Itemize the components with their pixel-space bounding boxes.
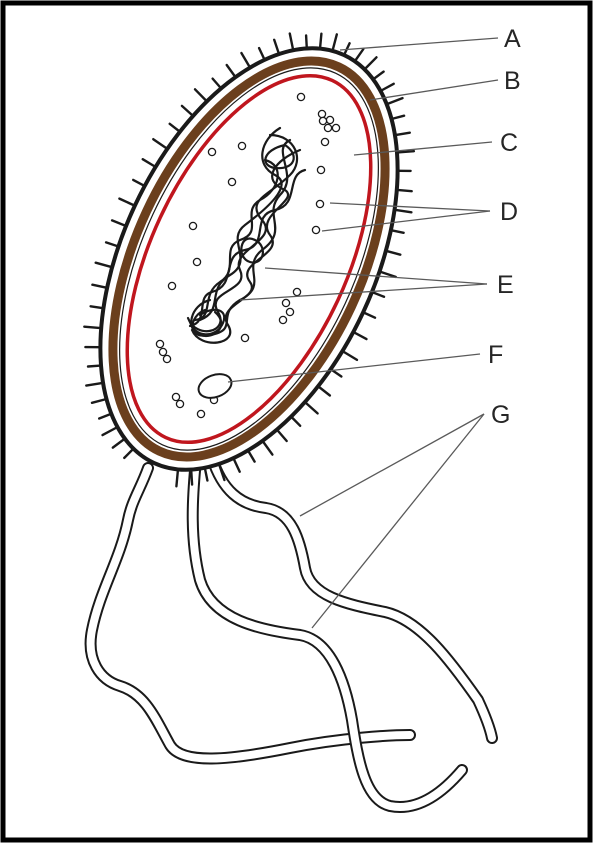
ribosome [317,166,324,173]
ribosome [238,142,245,149]
label-d: D [500,198,518,226]
ribosome [241,334,248,341]
label-a: A [504,25,521,53]
label-f: F [488,341,503,369]
ribosome [189,222,196,229]
pilus [306,35,307,46]
ribosome [193,258,200,265]
ribosome [279,316,286,323]
ribosome [326,116,333,123]
ribosome [176,400,183,407]
label-g: G [491,401,510,429]
ribosome [168,282,175,289]
ribosome [228,178,235,185]
ribosome [319,117,326,124]
ribosome [318,110,325,117]
pilus [176,471,177,486]
ribosome [156,340,163,347]
label-c: C [500,129,518,157]
ribosome [163,355,170,362]
ribosome [332,124,339,131]
ribosome [321,138,328,145]
ribosome [316,200,323,207]
label-b: B [504,67,521,95]
ribosome [208,148,215,155]
ribosome [297,93,304,100]
pilus [191,472,192,485]
pilus [91,306,102,308]
ribosome [286,308,293,315]
ribosome [324,124,331,131]
ribosome [282,299,289,306]
ribosome [172,393,179,400]
ribosome [293,288,300,295]
pilus [320,34,321,47]
ribosome [159,348,166,355]
ribosome [312,226,319,233]
ribosome [197,410,204,417]
pilus [84,327,99,328]
label-e: E [497,271,514,299]
pilus [399,190,412,191]
pilus [88,366,99,367]
pilus [399,151,414,152]
